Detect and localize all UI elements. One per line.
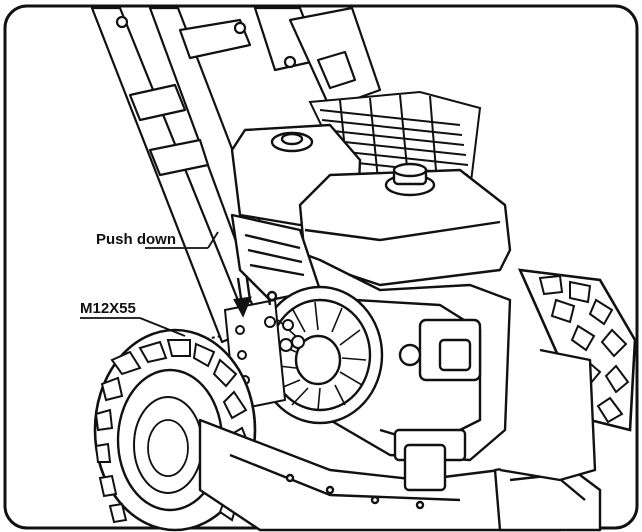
handle-frame — [90, 6, 382, 344]
chassis — [198, 348, 602, 532]
push-down-arrow — [233, 277, 278, 318]
bolt-size-label: M12X55 — [80, 300, 136, 317]
push-down-label: Push down — [96, 231, 176, 248]
callout-lines — [80, 231, 219, 337]
